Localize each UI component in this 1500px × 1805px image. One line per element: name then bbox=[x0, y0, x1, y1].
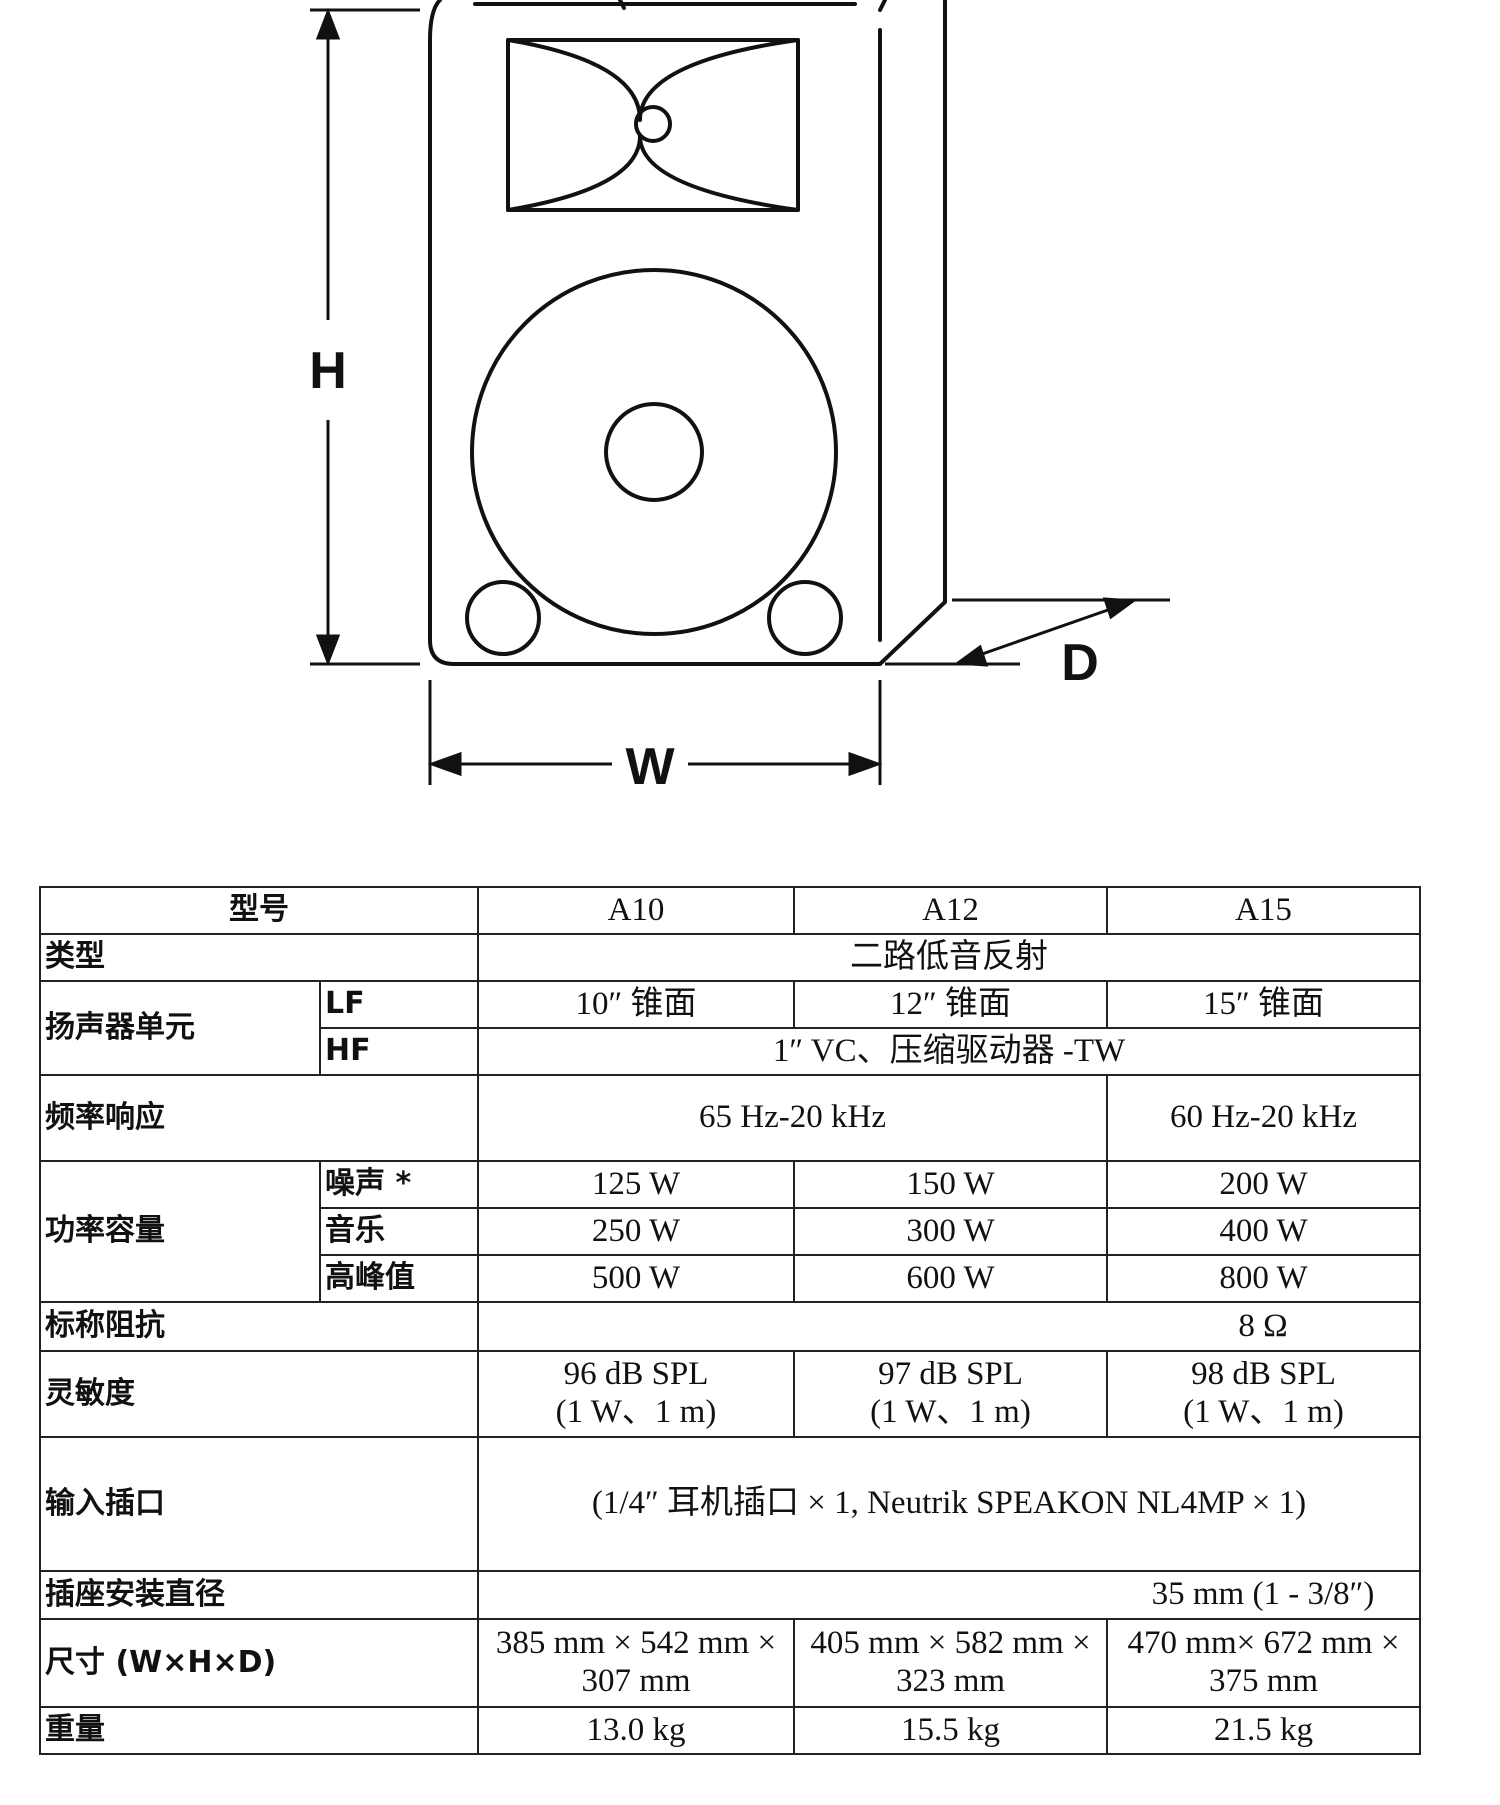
model-a15: A15 bbox=[1106, 886, 1421, 935]
frequency-a15: 60 Hz-20 kHz bbox=[1106, 1074, 1421, 1162]
cabinet-front-outline bbox=[428, 0, 947, 666]
depth-arrow-front bbox=[953, 644, 989, 667]
power-label: 功率容量 bbox=[39, 1160, 321, 1303]
table-row-power-noise: 功率容量 噪声 * 125 W 150 W 200 W bbox=[39, 1160, 1421, 1303]
frequency-label: 频率响应 bbox=[39, 1074, 479, 1162]
horn-frame bbox=[506, 38, 800, 212]
power-noise-a12: 150 W bbox=[793, 1160, 1108, 1209]
model-label: 型号 bbox=[39, 886, 479, 935]
sensitivity-a12-line1: 97 dB SPL bbox=[878, 1356, 1023, 1393]
driver-hf-value: 1″ VC、压缩驱动器 -TW bbox=[477, 1027, 1421, 1076]
weight-a15: 21.5 kg bbox=[1106, 1706, 1421, 1755]
speaker-dimension-diagram: H W D bbox=[309, 0, 1170, 796]
mount-label: 插座安装直径 bbox=[39, 1570, 479, 1620]
power-peak-a12: 600 W bbox=[793, 1254, 1108, 1303]
sensitivity-a12: 97 dB SPL (1 W、1 m) bbox=[793, 1350, 1108, 1438]
cabinet-top-edge bbox=[473, 0, 887, 12]
power-noise-a15: 200 W bbox=[1106, 1160, 1421, 1209]
power-music-label: 音乐 bbox=[319, 1207, 479, 1256]
depth-arrow-back bbox=[1102, 597, 1138, 620]
dimensions-a12: 405 mm × 582 mm × 323 mm bbox=[793, 1618, 1108, 1708]
table-row-frequency: 频率响应 65 Hz-20 kHz 60 Hz-20 kHz bbox=[39, 1074, 1421, 1162]
dimensions-a10-line2: 307 mm bbox=[581, 1663, 691, 1699]
dimensions-a10-line1: 385 mm × 542 mm × bbox=[495, 1625, 777, 1662]
impedance-value: 8 Ω bbox=[1107, 1301, 1421, 1352]
table-row-power-peak: 高峰值 500 W 600 W 800 W bbox=[40, 1254, 1421, 1303]
power-noise-label: 噪声 * bbox=[319, 1160, 479, 1209]
weight-a12: 15.5 kg bbox=[793, 1706, 1108, 1755]
type-label: 类型 bbox=[39, 933, 479, 982]
sensitivity-a15: 98 dB SPL (1 W、1 m) bbox=[1106, 1350, 1421, 1438]
driver-lf-a15: 15″ 锥面 bbox=[1106, 980, 1421, 1029]
input-label: 输入插口 bbox=[39, 1436, 479, 1572]
model-a12: A12 bbox=[793, 886, 1108, 935]
table-row-mount: 插座安装直径 35 mm (1 - 3/8″) bbox=[39, 1570, 1421, 1620]
driver-hf-label: HF bbox=[319, 1027, 479, 1076]
table-row-input: 输入插口 (1/4″ 耳机插口 × 1, Neutrik SPEAKON NL4… bbox=[39, 1436, 1421, 1572]
power-music-a10: 250 W bbox=[477, 1207, 795, 1256]
woofer-dustcap bbox=[604, 402, 704, 502]
power-peak-label: 高峰值 bbox=[319, 1254, 479, 1303]
type-value: 二路低音反射 bbox=[477, 933, 1421, 982]
weight-a10: 13.0 kg bbox=[477, 1706, 795, 1755]
sensitivity-a10-line1: 96 dB SPL bbox=[563, 1356, 709, 1393]
dimensions-a15: 470 mm× 672 mm × 375 mm bbox=[1106, 1618, 1421, 1708]
width-arrow-left bbox=[427, 751, 462, 777]
frequency-a10-a12: 65 Hz-20 kHz bbox=[477, 1074, 1108, 1162]
impedance-spacer bbox=[477, 1301, 1107, 1352]
driver-lf-label: LF bbox=[319, 980, 479, 1029]
table-row-weight: 重量 13.0 kg 15.5 kg 21.5 kg bbox=[39, 1706, 1421, 1755]
table-row-type: 类型 二路低音反射 bbox=[39, 933, 1421, 982]
power-noise-a10: 125 W bbox=[477, 1160, 795, 1209]
height-arrow-up bbox=[315, 7, 341, 40]
sensitivity-label: 灵敏度 bbox=[39, 1350, 479, 1438]
depth-dimension-line bbox=[964, 602, 1126, 662]
table-row-driver-lf: 扬声器单元 LF 10″ 锥面 12″ 锥面 15″ 锥面 bbox=[39, 980, 1421, 1076]
power-music-a12: 300 W bbox=[793, 1207, 1108, 1256]
power-peak-a10: 500 W bbox=[477, 1254, 795, 1303]
sensitivity-a15-line2: (1 W、1 m) bbox=[1183, 1394, 1344, 1430]
horn-flare bbox=[506, 38, 800, 212]
sensitivity-a12-line2: (1 W、1 m) bbox=[870, 1394, 1031, 1430]
dimensions-label: 尺寸 (W×H×D) bbox=[39, 1618, 479, 1708]
height-arrow-down bbox=[315, 634, 341, 667]
specification-table: 型号 A10 A12 A15 类型 二路低音反射 扬声器单元 LF 10″ 锥面… bbox=[39, 886, 1421, 1755]
dimensions-a15-line1: 470 mm× 672 mm × bbox=[1127, 1625, 1400, 1662]
width-arrow-right bbox=[848, 751, 883, 777]
driver-lf-a10: 10″ 锥面 bbox=[477, 980, 795, 1029]
mount-spacer bbox=[477, 1570, 1107, 1620]
sensitivity-a10-line2: (1 W、1 m) bbox=[555, 1394, 717, 1430]
horn-throat bbox=[634, 105, 672, 143]
width-label: W bbox=[625, 738, 675, 796]
table-row-sensitivity: 灵敏度 96 dB SPL (1 W、1 m) 97 dB SPL (1 W、1… bbox=[39, 1350, 1421, 1438]
table-row-impedance: 标称阻抗 8 Ω bbox=[39, 1301, 1421, 1352]
table-row-driver-hf: HF 1″ VC、压缩驱动器 -TW bbox=[40, 1027, 1421, 1076]
dimensions-a12-line2: 323 mm bbox=[895, 1663, 1006, 1699]
dimensions-a15-line2: 375 mm bbox=[1208, 1663, 1319, 1699]
weight-label: 重量 bbox=[39, 1706, 479, 1755]
driver-lf-a12: 12″ 锥面 bbox=[793, 980, 1108, 1029]
sensitivity-a15-line1: 98 dB SPL bbox=[1191, 1356, 1336, 1393]
driver-label: 扬声器单元 bbox=[39, 980, 321, 1076]
table-row-dimensions: 尺寸 (W×H×D) 385 mm × 542 mm × 307 mm 405 … bbox=[39, 1618, 1421, 1708]
dimensions-a12-line1: 405 mm × 582 mm × bbox=[810, 1625, 1091, 1662]
mount-value: 35 mm (1 - 3/8″) bbox=[1107, 1570, 1421, 1620]
height-label: H bbox=[309, 342, 347, 400]
power-peak-a15: 800 W bbox=[1106, 1254, 1421, 1303]
input-value: (1/4″ 耳机插口 × 1, Neutrik SPEAKON NL4MP × … bbox=[477, 1436, 1421, 1572]
bass-port-left bbox=[465, 580, 541, 656]
bass-port-right bbox=[767, 580, 843, 656]
woofer-cone bbox=[470, 268, 838, 636]
dimensions-a10: 385 mm × 542 mm × 307 mm bbox=[477, 1618, 795, 1708]
depth-label: D bbox=[1061, 634, 1099, 692]
power-music-a15: 400 W bbox=[1106, 1207, 1421, 1256]
table-row-power-music: 音乐 250 W 300 W 400 W bbox=[40, 1207, 1421, 1256]
model-a10: A10 bbox=[477, 886, 795, 935]
table-row-model: 型号 A10 A12 A15 bbox=[39, 886, 1421, 935]
sensitivity-a10: 96 dB SPL (1 W、1 m) bbox=[477, 1350, 795, 1438]
impedance-label: 标称阻抗 bbox=[39, 1301, 479, 1352]
